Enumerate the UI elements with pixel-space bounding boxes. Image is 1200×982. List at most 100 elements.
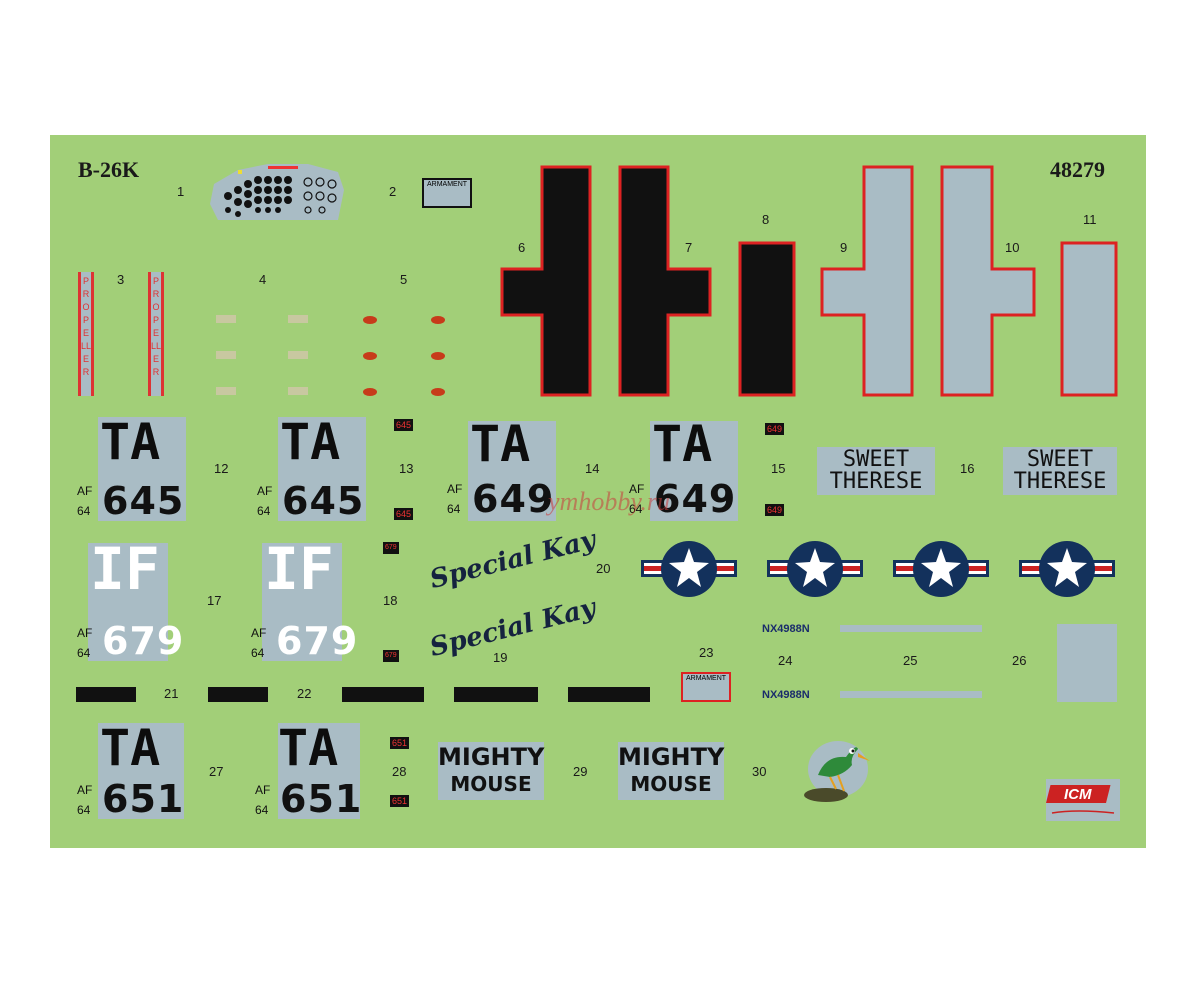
therese-text-a: THERESE [829, 469, 923, 494]
mighty-text-b: MIGHTY [618, 743, 725, 771]
panel-decal-26 [1057, 624, 1117, 702]
tag-645-bottom: 645 [394, 508, 414, 520]
registration-text-bottom: NX4988N [762, 689, 810, 701]
kit-code: 48279 [1050, 157, 1105, 182]
propeller-stripe-decal-right [148, 272, 164, 396]
af-label-d: AF [629, 482, 645, 496]
serial-645: 645 [102, 479, 185, 523]
sweet-text-b: SWEET [1026, 447, 1094, 472]
usaf-roundel-4 [1019, 541, 1115, 597]
icm-logo [1046, 779, 1120, 821]
ta-649-patch-b [650, 421, 738, 521]
armament-label-decal-red: ARMAMENT [681, 672, 731, 702]
small-stencil-decals [216, 315, 308, 395]
propeller-stripe-decal-left [78, 272, 94, 396]
ta-651-patch [98, 723, 184, 819]
decal-number-20: 20 [596, 561, 611, 576]
decal-number-26: 26 [1012, 653, 1027, 668]
decal-number-11: 11 [1083, 212, 1097, 227]
decal-number-22: 22 [297, 686, 312, 701]
propeller-text-right: PROPELLER [151, 276, 162, 377]
sweet-therese-decal-b: SWEET THERESE [1003, 447, 1117, 495]
black-stripe-22a [208, 687, 268, 702]
decal-number-25: 25 [903, 653, 918, 668]
black-stripe-22b [342, 687, 424, 702]
mouse-text-b: MOUSE [630, 772, 712, 796]
black-wing-marking-6 [500, 165, 592, 397]
decal-number-29: 29 [573, 764, 588, 779]
sixtyfour-label-f: 64 [251, 646, 265, 660]
sixtyfour-label-b: 64 [257, 504, 271, 518]
ta-645-letters: TA [100, 413, 161, 471]
decal-number-13: 13 [399, 461, 414, 476]
red-oval-decals [363, 316, 445, 396]
serial-651: 651 [102, 777, 185, 821]
watermark-text: ymhobby.ru [548, 487, 671, 516]
mouse-text-a: MOUSE [450, 772, 532, 796]
af-label-g: AF [77, 783, 93, 797]
sixtyfour-label-h: 64 [255, 803, 269, 817]
sixtyfour-label-c: 64 [447, 502, 461, 516]
decal-number-16: 16 [960, 461, 975, 476]
if-679-patch [88, 543, 168, 661]
black-stripe-21 [76, 687, 136, 702]
ta-651-patch-b [278, 723, 360, 819]
decal-number-7: 7 [685, 240, 693, 255]
mighty-mouse-decal-b: MIGHTY MOUSE [618, 742, 724, 800]
sweet-therese-decal-a: SWEET THERESE [817, 447, 935, 495]
ta-645-patch-b [278, 417, 366, 521]
serial-679-b: 679 [276, 619, 359, 663]
serial-649-b: 649 [654, 477, 737, 521]
tag-651-top: 651 [390, 737, 410, 749]
sweet-text-a: SWEET [842, 447, 910, 472]
instrument-panel-decal [210, 164, 344, 220]
tag-649-top: 649 [765, 423, 785, 435]
decal-number-28: 28 [392, 764, 407, 779]
decal-number-5: 5 [400, 272, 408, 287]
usaf-roundel-2 [767, 541, 863, 597]
special-kay-script-b: Special Kay [426, 592, 599, 664]
ta-645-patch [98, 417, 186, 521]
model-title: B-26K [78, 157, 140, 182]
tag-679-top: 679 [383, 542, 399, 554]
decal-number-12: 12 [214, 461, 229, 476]
black-wing-marking-8 [738, 241, 796, 397]
tag-679-bottom: 679 [383, 650, 399, 662]
serial-649: 649 [472, 477, 555, 521]
black-stripe-22c [454, 687, 538, 702]
sixtyfour-label-d: 64 [629, 502, 643, 516]
af-label-c: AF [447, 482, 463, 496]
af-label-b: AF [257, 484, 273, 498]
serial-651-b: 651 [280, 777, 363, 821]
icm-logo-text: ICM [1064, 786, 1092, 803]
grey-wing-marking-10 [940, 165, 1036, 397]
decal-number-30: 30 [752, 764, 767, 779]
tag-645-top: 645 [394, 419, 414, 431]
decal-number-9: 9 [840, 240, 848, 255]
usaf-roundel-1 [641, 541, 737, 597]
if-letters-b: IF [264, 535, 334, 603]
armament-label-decal: ARMAMENT [422, 178, 472, 208]
ta-649-letters-b: TA [652, 415, 713, 473]
decal-number-3: 3 [117, 272, 125, 287]
roadrunner-bomb-emblem [804, 741, 870, 802]
tag-649-bottom: 649 [765, 504, 785, 516]
grey-wing-marking-11 [1060, 241, 1118, 397]
tag-651-bottom: 651 [390, 795, 410, 807]
decal-sheet: B-26K 48279 1 2 3 4 5 6 7 8 9 10 11 12 1… [50, 135, 1146, 848]
decal-number-8: 8 [762, 212, 770, 227]
mighty-mouse-decal-a: MIGHTY MOUSE [438, 742, 544, 800]
if-679-patch-b [262, 543, 342, 661]
ta-651-letters-b: TA [278, 719, 339, 777]
decal-number-15: 15 [771, 461, 786, 476]
decal-number-6: 6 [518, 240, 526, 255]
sixtyfour-label-g: 64 [77, 803, 91, 817]
ta-649-letters: TA [470, 415, 531, 473]
long-stencil-top [840, 625, 982, 632]
grey-wing-marking-9 [820, 165, 914, 397]
af-label-h: AF [255, 783, 271, 797]
decal-number-23: 23 [699, 645, 714, 660]
long-stencil-bottom [840, 691, 982, 698]
af-label-e: AF [77, 626, 93, 640]
decal-number-24: 24 [778, 653, 793, 668]
